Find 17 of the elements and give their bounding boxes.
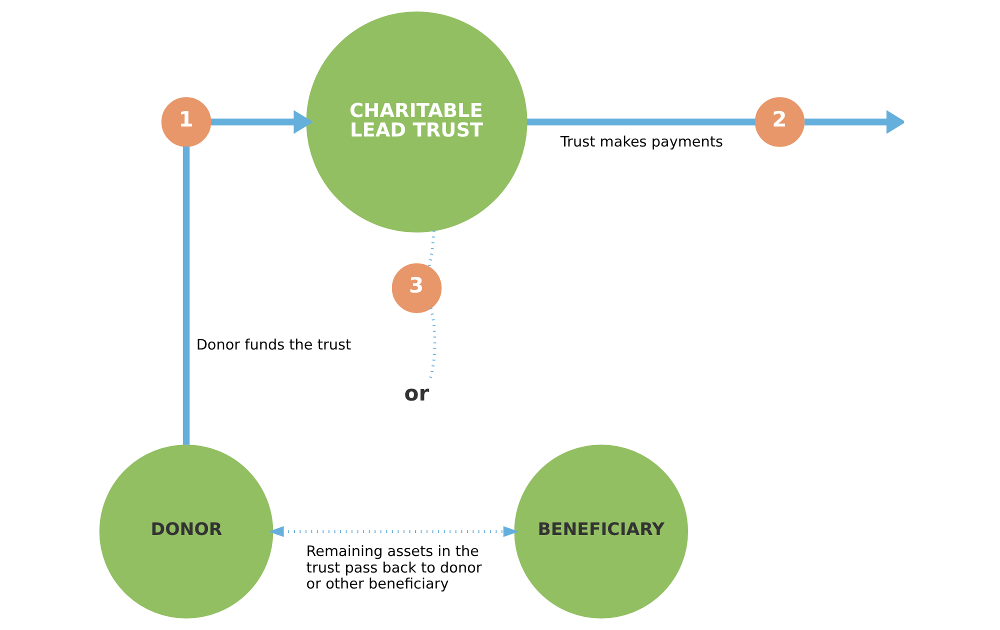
node-circle: BENEFICIARY bbox=[514, 444, 688, 618]
node-circle: CHARITABLE LEAD TRUST bbox=[306, 11, 528, 233]
arrow bbox=[804, 110, 904, 134]
edge-label: Donor funds the trust bbox=[196, 338, 352, 354]
connector bbox=[428, 230, 436, 268]
node-circle: 2 bbox=[754, 97, 805, 147]
node-text: or bbox=[404, 380, 430, 406]
connector bbox=[428, 308, 436, 379]
node-circle: 1 bbox=[161, 97, 212, 147]
edge-label: Trust makes payments bbox=[560, 134, 723, 150]
node-circle: 3 bbox=[392, 263, 442, 314]
connector bbox=[182, 146, 190, 445]
arrow bbox=[211, 110, 314, 134]
arrow bbox=[268, 526, 519, 537]
node-circle: DONOR bbox=[99, 444, 274, 618]
connector bbox=[526, 118, 756, 126]
edge-label: Remaining assets in the trust pass back to donor or other beneficiary bbox=[306, 544, 482, 593]
